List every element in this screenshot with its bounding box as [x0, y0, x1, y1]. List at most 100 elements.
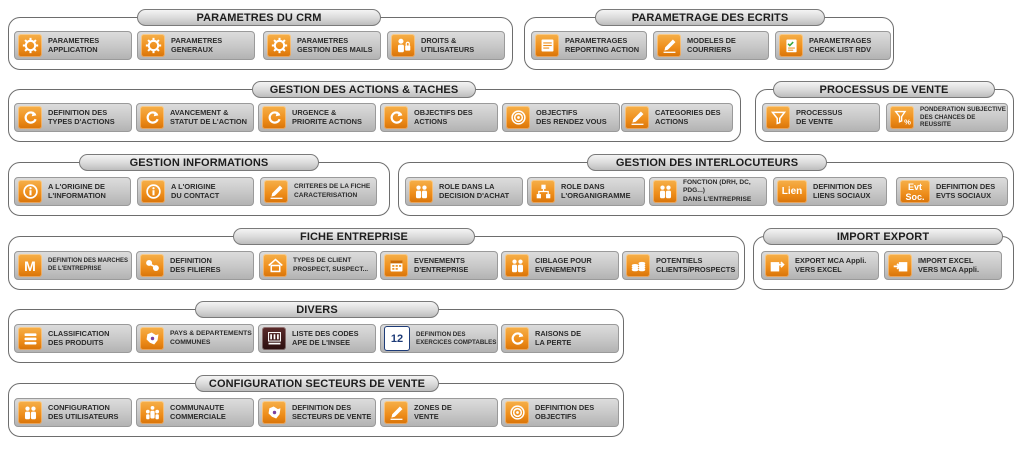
tile-processus-vente[interactable]: PROCESSUS DE VENTE [762, 103, 880, 132]
tile-communaute-commerciale[interactable]: COMMUNAUTE COMMERCIALE [136, 398, 254, 427]
tile-marches-entreprise[interactable]: M DEFINITION DES MARCHES DE L'ENTREPRISE [14, 251, 132, 280]
tile-exercices-comptables[interactable]: 12 DEFINITION DES EXERCICES COMPTABLES [380, 324, 498, 353]
tile-objectifs-rendez-vous[interactable]: OBJECTIFS DES RENDEZ VOUS [502, 103, 620, 132]
cycle-icon [18, 106, 42, 129]
tile-export-excel[interactable]: EXPORT MCA Appli. VERS EXCEL [761, 251, 879, 280]
group-parametres-crm: PARAMETRES DU CRM PARAMETRES APPLICATION… [8, 9, 513, 70]
insee-icon [262, 327, 286, 350]
tile-label: PROCESSUS DE VENTE [796, 107, 843, 126]
tile-evts-sociaux[interactable]: Evt Soc. DEFINITION DES EVTS SOCIAUX [896, 177, 1008, 206]
tile-label: DROITS & UTILISATEURS [421, 35, 475, 54]
tile-label: DEFINITION DES MARCHES DE L'ENTREPRISE [48, 257, 129, 272]
cycle-icon [384, 106, 408, 129]
gear-icon [267, 34, 291, 57]
svg-text:%: % [904, 117, 911, 126]
tile-label: DEFINITION DES FILIERES [170, 255, 221, 274]
tile-potentiels-clients[interactable]: POTENTIELS CLIENTS/PROSPECTS [622, 251, 739, 280]
tile-configuration-utilisateurs[interactable]: CONFIGURATION DES UTILISATEURS [14, 398, 132, 427]
filiere-icon [140, 254, 164, 277]
target-icon [506, 106, 530, 129]
group-title: PARAMETRAGE DES ECRITS [595, 9, 825, 26]
community-icon [140, 401, 164, 424]
tile-evenements-entreprise[interactable]: EVENEMENTS D'ENTREPRISE [380, 251, 498, 280]
user-lock-icon [391, 34, 415, 57]
group-title: FICHE ENTREPRISE [233, 228, 475, 245]
tile-label: PARAMETRES GENERAUX [171, 35, 223, 54]
tile-classification-produits[interactable]: CLASSIFICATION DES PRODUITS [14, 324, 132, 353]
pen-icon [657, 34, 681, 57]
tile-modeles-courriers[interactable]: MODELES DE COURRIERS [653, 31, 769, 60]
tile-label: COMMUNAUTE COMMERCIALE [170, 402, 226, 421]
tile-label: IMPORT EXCEL VERS MCA Appli. [918, 255, 980, 274]
tile-codes-ape-insee[interactable]: LISTE DES CODES APE DE L'INSEE [258, 324, 376, 353]
tile-label: DEFINITION DES TYPES D'ACTIONS [48, 107, 115, 126]
tile-role-decision-achat[interactable]: ROLE DANS LA DECISION D'ACHAT [405, 177, 523, 206]
tile-zones-vente[interactable]: ZONES DE VENTE [380, 398, 498, 427]
gear-icon [141, 34, 165, 57]
tile-avancement-statut[interactable]: AVANCEMENT & STATUT DE L'ACTION [136, 103, 254, 132]
tile-droits-utilisateurs[interactable]: DROITS & UTILISATEURS [387, 31, 505, 60]
group-fiche-entreprise: FICHE ENTREPRISE M DEFINITION DES MARCHE… [8, 228, 745, 290]
lien-icon: Lien [777, 180, 807, 203]
tile-origine-information[interactable]: A L'ORIGINE DE L'INFORMATION [14, 177, 131, 206]
tile-pays-departements[interactable]: PAYS & DEPARTEMENTS COMMUNES [136, 324, 254, 353]
tile-label: PARAMETRES GESTION DES MAILS [297, 35, 373, 54]
tile-parametrages-reporting[interactable]: PARAMETRAGES REPORTING ACTION [531, 31, 647, 60]
tile-criteres-fiche[interactable]: CRITERES DE LA FICHE CARACTERISATION [260, 177, 377, 206]
tile-label: CRITERES DE LA FICHE CARACTERISATION [294, 182, 371, 199]
tile-parametres-gestion-mails[interactable]: PARAMETRES GESTION DES MAILS [263, 31, 381, 60]
group-title: GESTION INFORMATIONS [79, 154, 319, 171]
info-icon [141, 180, 165, 203]
tile-types-actions[interactable]: DEFINITION DES TYPES D'ACTIONS [14, 103, 132, 132]
group-title: GESTION DES ACTIONS & TACHES [252, 81, 476, 98]
tile-parametrages-check-list[interactable]: PARAMETRAGES CHECK LIST RDV [775, 31, 891, 60]
tile-definition-objectifs[interactable]: DEFINITION DES OBJECTIFS [501, 398, 619, 427]
tile-role-organigramme[interactable]: ROLE DANS L'ORGANIGRAMME [527, 177, 645, 206]
tile-label: OBJECTIFS DES ACTIONS [414, 107, 473, 126]
calendar-12-icon: 12 [384, 326, 410, 351]
import-icon [888, 254, 912, 277]
tile-liens-sociaux[interactable]: Lien DEFINITION DES LIENS SOCIAUX [773, 177, 887, 206]
group-gestion-actions: GESTION DES ACTIONS & TACHES DEFINITION … [8, 81, 741, 142]
tile-label: OBJECTIFS DES RENDEZ VOUS [536, 107, 607, 126]
tile-label: PARAMETRAGES REPORTING ACTION [565, 35, 640, 54]
tile-label: DEFINITION DES LIENS SOCIAUX [813, 181, 873, 200]
tile-categories-actions[interactable]: CATEGORIES DES ACTIONS [621, 103, 733, 132]
tile-label: PONDERATION SUBJECTIVE DES CHANCES DE RE… [920, 106, 1006, 129]
gear-icon [18, 34, 42, 57]
tile-fonction-entreprise[interactable]: FONCTION (DRH, DC, PDG...) DANS L'ENTREP… [649, 177, 767, 206]
cycle-icon [262, 106, 286, 129]
tile-label: MODELES DE COURRIERS [687, 35, 736, 54]
group-divers: DIVERS CLASSIFICATION DES PRODUITS PAYS … [8, 301, 624, 363]
tile-label: PARAMETRES APPLICATION [48, 35, 100, 54]
cycle-icon [505, 327, 529, 350]
org-chart-icon [531, 180, 555, 203]
tile-secteurs-vente[interactable]: DEFINITION DES SECTEURS DE VENTE [258, 398, 376, 427]
tile-origine-contact[interactable]: A L'ORIGINE DU CONTACT [137, 177, 254, 206]
tile-objectifs-actions[interactable]: OBJECTIFS DES ACTIONS [380, 103, 498, 132]
tile-types-client[interactable]: TYPES DE CLIENT PROSPECT, SUSPECT... [259, 251, 377, 280]
group-import-export: IMPORT EXPORT EXPORT MCA Appli. VERS EXC… [753, 228, 1014, 290]
map-icon [262, 401, 286, 424]
tile-ponderation-subjective[interactable]: % PONDERATION SUBJECTIVE DES CHANCES DE … [886, 103, 1008, 132]
tile-label: PARAMETRAGES CHECK LIST RDV [809, 35, 872, 54]
people-icon [653, 180, 677, 203]
people-icon [18, 401, 42, 424]
tile-ciblage-evenements[interactable]: CIBLAGE POUR EVENEMENTS [501, 251, 619, 280]
tile-urgence-priorite[interactable]: URGENCE & PRIORITE ACTIONS [258, 103, 376, 132]
tile-parametres-application[interactable]: PARAMETRES APPLICATION [14, 31, 132, 60]
pen-icon [384, 401, 408, 424]
map-icon [140, 327, 164, 350]
stack-icon [18, 327, 42, 350]
cycle-icon [140, 106, 164, 129]
tile-import-excel[interactable]: IMPORT EXCEL VERS MCA Appli. [884, 251, 1002, 280]
tile-raisons-perte[interactable]: RAISONS DE LA PERTE [501, 324, 619, 353]
group-gestion-informations: GESTION INFORMATIONS A L'ORIGINE DE L'IN… [8, 154, 390, 216]
export-icon [765, 254, 789, 277]
tile-label: ROLE DANS L'ORGANIGRAMME [561, 181, 631, 200]
tile-label: URGENCE & PRIORITE ACTIONS [292, 107, 362, 126]
tile-parametres-generaux[interactable]: PARAMETRES GENERAUX [137, 31, 255, 60]
group-title: GESTION DES INTERLOCUTEURS [587, 154, 827, 171]
tile-filieres[interactable]: DEFINITION DES FILIERES [136, 251, 254, 280]
tile-label: AVANCEMENT & STATUT DE L'ACTION [170, 107, 248, 126]
